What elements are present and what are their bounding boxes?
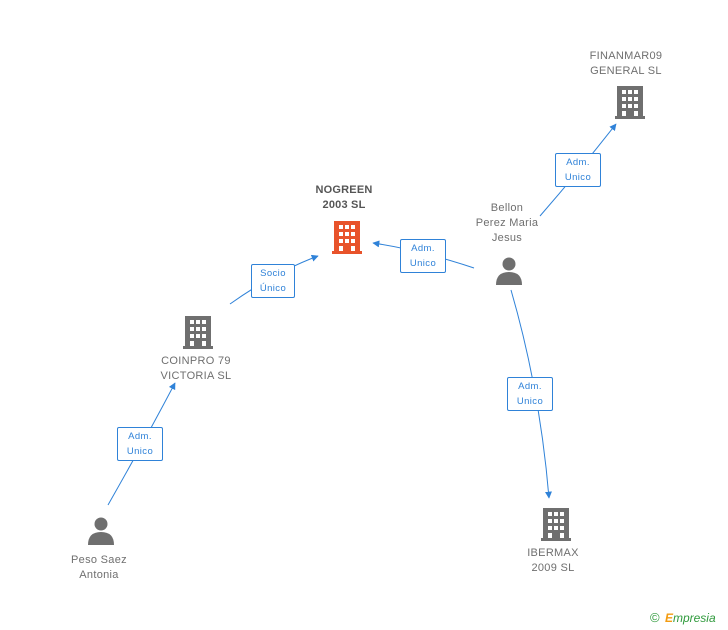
building-icon[interactable] xyxy=(332,221,362,254)
edge-label-adm-unico: Adm. Unico xyxy=(555,153,601,187)
edge-label-socio-unico: Socio Único xyxy=(251,264,295,298)
building-icon[interactable] xyxy=(541,508,571,541)
edge-label-adm-unico: Adm. Unico xyxy=(117,427,163,461)
edge-label-adm-unico: Adm. Unico xyxy=(400,239,446,273)
node-label-peso[interactable]: Peso Saez Antonia xyxy=(71,554,127,581)
node-label-bellon[interactable]: Bellon Perez Maria Jesus xyxy=(475,202,539,244)
person-icon[interactable] xyxy=(496,257,522,286)
edge-label-adm-unico: Adm. Unico xyxy=(507,377,553,411)
node-label-coinpro[interactable]: COINPRO 79 VICTORIA SL xyxy=(160,355,232,382)
empresia-watermark: © Empresia xyxy=(650,610,716,625)
node-label-ibermax[interactable]: IBERMAX 2009 SL xyxy=(527,547,579,574)
brand-name: Empresia xyxy=(664,611,716,625)
copyright-symbol: © xyxy=(650,610,660,625)
node-label-finanmar[interactable]: FINANMAR09 GENERAL SL xyxy=(589,50,663,77)
building-icon[interactable] xyxy=(183,316,213,349)
node-label-nogreen[interactable]: NOGREEN 2003 SL xyxy=(315,184,373,211)
person-icon[interactable] xyxy=(88,517,114,546)
building-icon[interactable] xyxy=(615,86,645,119)
